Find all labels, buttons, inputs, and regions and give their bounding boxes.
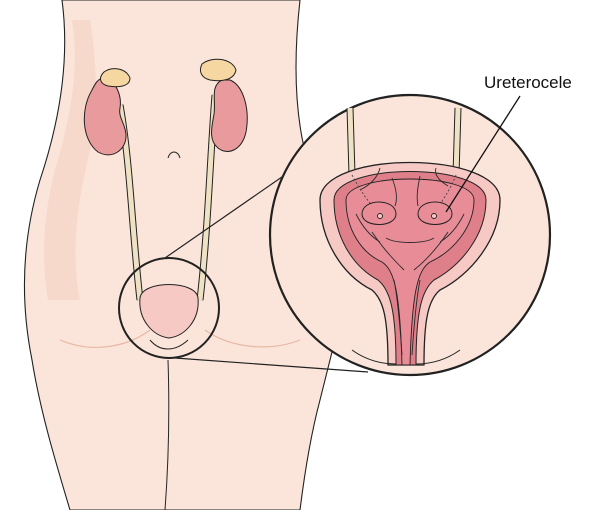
ureterocele-label: Ureterocele xyxy=(484,73,572,93)
adrenal-right xyxy=(200,59,236,80)
inset-ureter-left-fill xyxy=(350,108,352,175)
ureteral-orifice-left xyxy=(378,214,383,219)
inset-ureter-right-fill xyxy=(456,108,458,175)
zoom-inset xyxy=(270,95,550,375)
ureteral-orifice-right xyxy=(432,214,437,219)
